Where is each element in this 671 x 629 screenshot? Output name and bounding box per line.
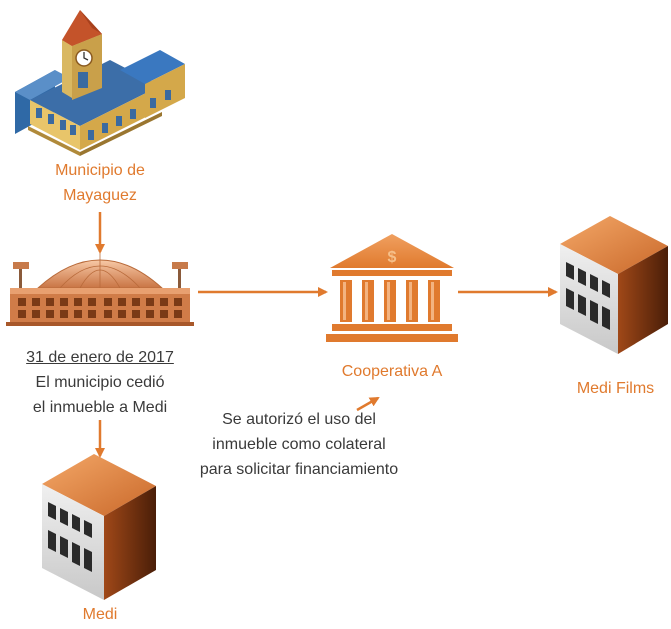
annotation-line3: para solicitar financiamiento <box>199 461 399 478</box>
building-icon-medi-films <box>560 216 668 354</box>
medi-films-label: Medi Films <box>560 376 671 401</box>
municipio-label-line1: Municipio de <box>55 162 145 179</box>
bank-icon: $ <box>326 234 458 342</box>
transfer-date: 31 de enero de 2017 <box>26 349 174 366</box>
stadium-label-line2: El municipio cedió <box>35 374 165 391</box>
annotation-line2: inmueble como colateral <box>212 436 386 453</box>
cooperativa-label-text: Cooperativa A <box>341 363 443 380</box>
stadium-icon <box>6 252 194 326</box>
cooperativa-label: Cooperativa A <box>322 359 462 384</box>
town-hall-icon <box>15 10 185 156</box>
medi-films-label-text: Medi Films <box>576 380 655 397</box>
annotation-line1: Se autorizó el uso del <box>222 411 376 428</box>
stadium-label-line3: el inmueble a Medi <box>32 399 168 416</box>
municipio-label: Municipio de Mayaguez <box>40 158 160 208</box>
arrow-annotation-to-cooperativa <box>356 396 380 412</box>
building-icon-medi <box>42 454 156 600</box>
collateral-annotation: Se autorizó el uso del inmueble como col… <box>165 407 433 482</box>
medi-label: Medi <box>60 602 140 627</box>
stadium-label: 31 de enero de 2017 El municipio cedió e… <box>0 345 200 420</box>
dollar-sign-icon: $ <box>388 249 397 266</box>
medi-label-text: Medi <box>82 606 118 623</box>
municipio-label-line2: Mayaguez <box>63 187 137 204</box>
